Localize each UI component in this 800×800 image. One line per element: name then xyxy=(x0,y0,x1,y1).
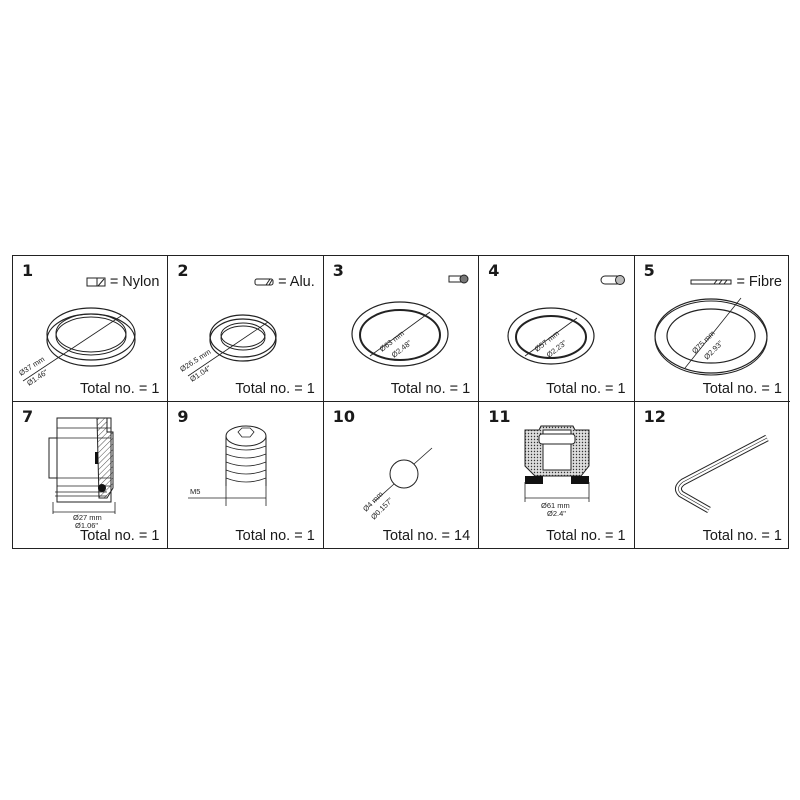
part-cell-7: 7 Ø27 mm Ø1.06" Total no. = 1 xyxy=(13,402,169,548)
part-number: 2 xyxy=(177,261,189,280)
total-count: Total no. = 1 xyxy=(79,381,160,397)
part-number: 12 xyxy=(643,407,666,426)
aluminium-gasket-drawing: Ø26.5 mm Ø1.04" xyxy=(179,314,277,384)
valve-insert-drawing: Ø27 mm Ø1.06" xyxy=(48,417,116,530)
part-number: 9 xyxy=(177,407,189,426)
steel-ball-drawing: Ø4 mm Ø0.157" xyxy=(361,447,433,521)
o-ring-drawing: Ø57 mm Ø2.23" xyxy=(507,307,595,365)
oring-section-hatched-icon xyxy=(600,275,625,285)
material-legend xyxy=(600,274,626,286)
part-cell-11: 11 Ø61 mm Ø2.4" Total no. = 1 xyxy=(479,402,635,548)
total-count: Total no. = 1 xyxy=(235,381,315,397)
total-count: Total no. = 1 xyxy=(79,528,160,544)
aluminium-section-icon xyxy=(254,278,274,286)
flat-ring-gasket-drawing: Ø37 mm Ø1.46" xyxy=(17,307,136,388)
hex-key-drawing xyxy=(674,434,769,514)
part-number: 5 xyxy=(643,261,655,280)
part-cell-12: 12 Total no. = 1 xyxy=(635,402,790,548)
nylon-section-icon xyxy=(86,277,106,287)
part-cell-1: 1 = Nylon Ø37 mm Ø1.46" Total no. = 1 xyxy=(13,256,169,402)
part-number: 10 xyxy=(332,407,356,426)
oring-section-icon xyxy=(448,274,469,284)
total-count: Total no. = 1 xyxy=(390,381,471,397)
part-cell-5: 5 = Fibre Ø75 mm Ø2.93" Total no. = 1 xyxy=(634,256,790,402)
material-legend xyxy=(448,274,470,284)
part-cell-2: 2 = Alu. Ø26.5 mm Ø1.04" Total no. = 1 xyxy=(168,256,324,402)
fibre-gasket-drawing: Ø75 mm Ø2.93" xyxy=(653,297,768,376)
part-cell-3: 3 Ø63 mm Ø2.48" Total no. = 1 xyxy=(323,256,480,402)
o-ring-drawing: Ø63 mm Ø2.48" xyxy=(351,301,449,367)
part-number: 1 xyxy=(22,261,34,280)
seat-insert-drawing: Ø61 mm Ø2.4" xyxy=(524,425,590,518)
part-cell-9: 9 M5 Total no. = 1 xyxy=(168,402,324,548)
svg-text:M5: M5 xyxy=(190,487,200,496)
total-count: Total no. = 1 xyxy=(546,381,626,397)
part-number: 3 xyxy=(332,261,344,280)
total-count: Total no. = 1 xyxy=(702,381,782,397)
total-count: Total no. = 1 xyxy=(702,528,782,544)
parts-table: 1 = Nylon Ø37 mm Ø1.46" Total no. = 1 2 … xyxy=(12,255,790,549)
material-legend: = Nylon xyxy=(86,274,159,290)
material-legend: = Fibre xyxy=(690,274,782,290)
part-cell-10: 10 Ø4 mm Ø0.157" Total no. = 14 xyxy=(324,402,480,548)
part-number: 7 xyxy=(22,407,34,426)
total-count: Total no. = 1 xyxy=(235,528,315,544)
total-count: Total no. = 14 xyxy=(382,528,471,544)
svg-text:Ø1.06": Ø1.06" xyxy=(75,521,98,530)
total-count: Total no. = 1 xyxy=(546,528,626,544)
part-number: 4 xyxy=(488,261,500,280)
part-cell-4: 4 Ø57 mm Ø2.23" Total no. = 1 xyxy=(479,256,635,402)
svg-text:Ø27 mm: Ø27 mm xyxy=(73,513,102,522)
fibre-section-icon xyxy=(690,279,732,285)
set-screw-drawing: M5 xyxy=(188,425,267,506)
svg-text:Ø61 mm: Ø61 mm xyxy=(541,501,570,510)
material-legend: = Alu. xyxy=(254,274,315,290)
part-number: 11 xyxy=(488,407,511,426)
svg-text:Ø2.4": Ø2.4" xyxy=(547,509,566,518)
